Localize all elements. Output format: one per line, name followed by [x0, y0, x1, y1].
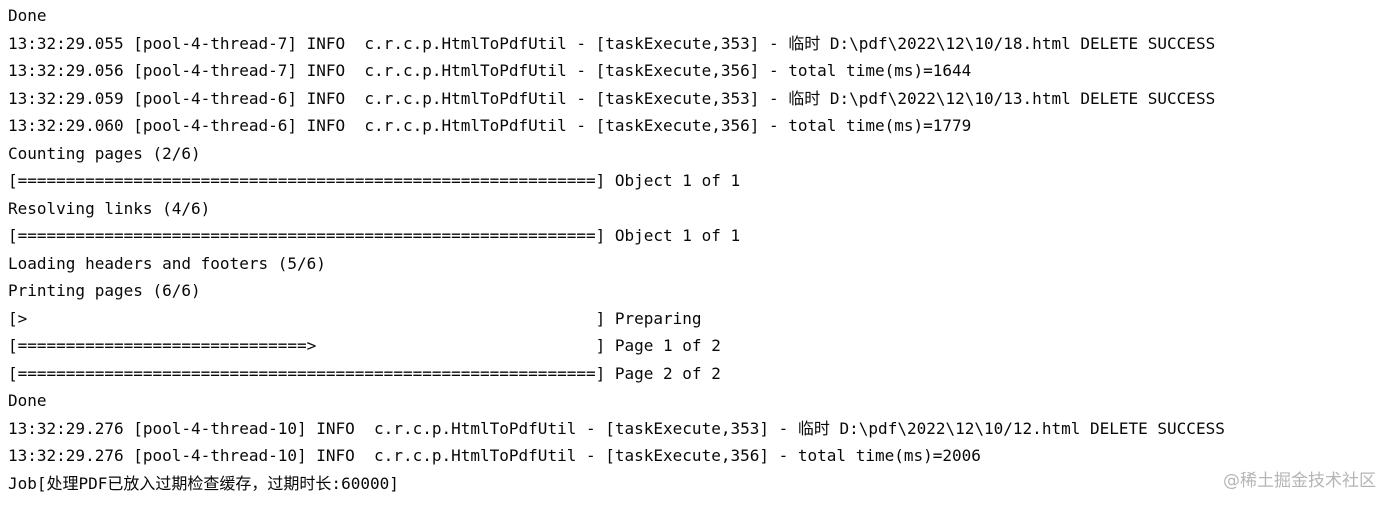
- console-line: 13:32:29.060 [pool-4-thread-6] INFO c.r.…: [8, 116, 972, 135]
- console-line: 13:32:29.276 [pool-4-thread-10] INFO c.r…: [8, 446, 981, 465]
- console-line: Printing pages (6/6): [8, 281, 201, 300]
- progress-bar-line: [==============================> ] Page …: [8, 336, 721, 355]
- progress-bar-line: [=======================================…: [8, 171, 741, 190]
- progress-bar-line: [=======================================…: [8, 226, 741, 245]
- console-line: Done: [8, 391, 47, 410]
- console-line: 13:32:29.056 [pool-4-thread-7] INFO c.r.…: [8, 61, 972, 80]
- console-line: Counting pages (2/6): [8, 143, 201, 163]
- console-line: Job[处理PDF已放入过期检查缓存，过期时长:60000]: [8, 473, 399, 493]
- progress-bar-line: [> ] Preparing: [8, 308, 702, 328]
- progress-bar-line: [=======================================…: [8, 363, 721, 383]
- watermark: @稀土掘金技术社区: [1223, 471, 1376, 491]
- console-line: 13:32:29.055 [pool-4-thread-7] INFO c.r.…: [8, 33, 1216, 53]
- console-line: Done: [8, 6, 47, 25]
- console-line: Resolving links (4/6): [8, 198, 211, 218]
- console-output: Done 13:32:29.055 [pool-4-thread-7] INFO…: [8, 2, 1382, 497]
- console-line: 13:32:29.059 [pool-4-thread-6] INFO c.r.…: [8, 88, 1216, 108]
- console-line: Loading headers and footers (5/6): [8, 253, 326, 273]
- console-line: 13:32:29.276 [pool-4-thread-10] INFO c.r…: [8, 418, 1225, 438]
